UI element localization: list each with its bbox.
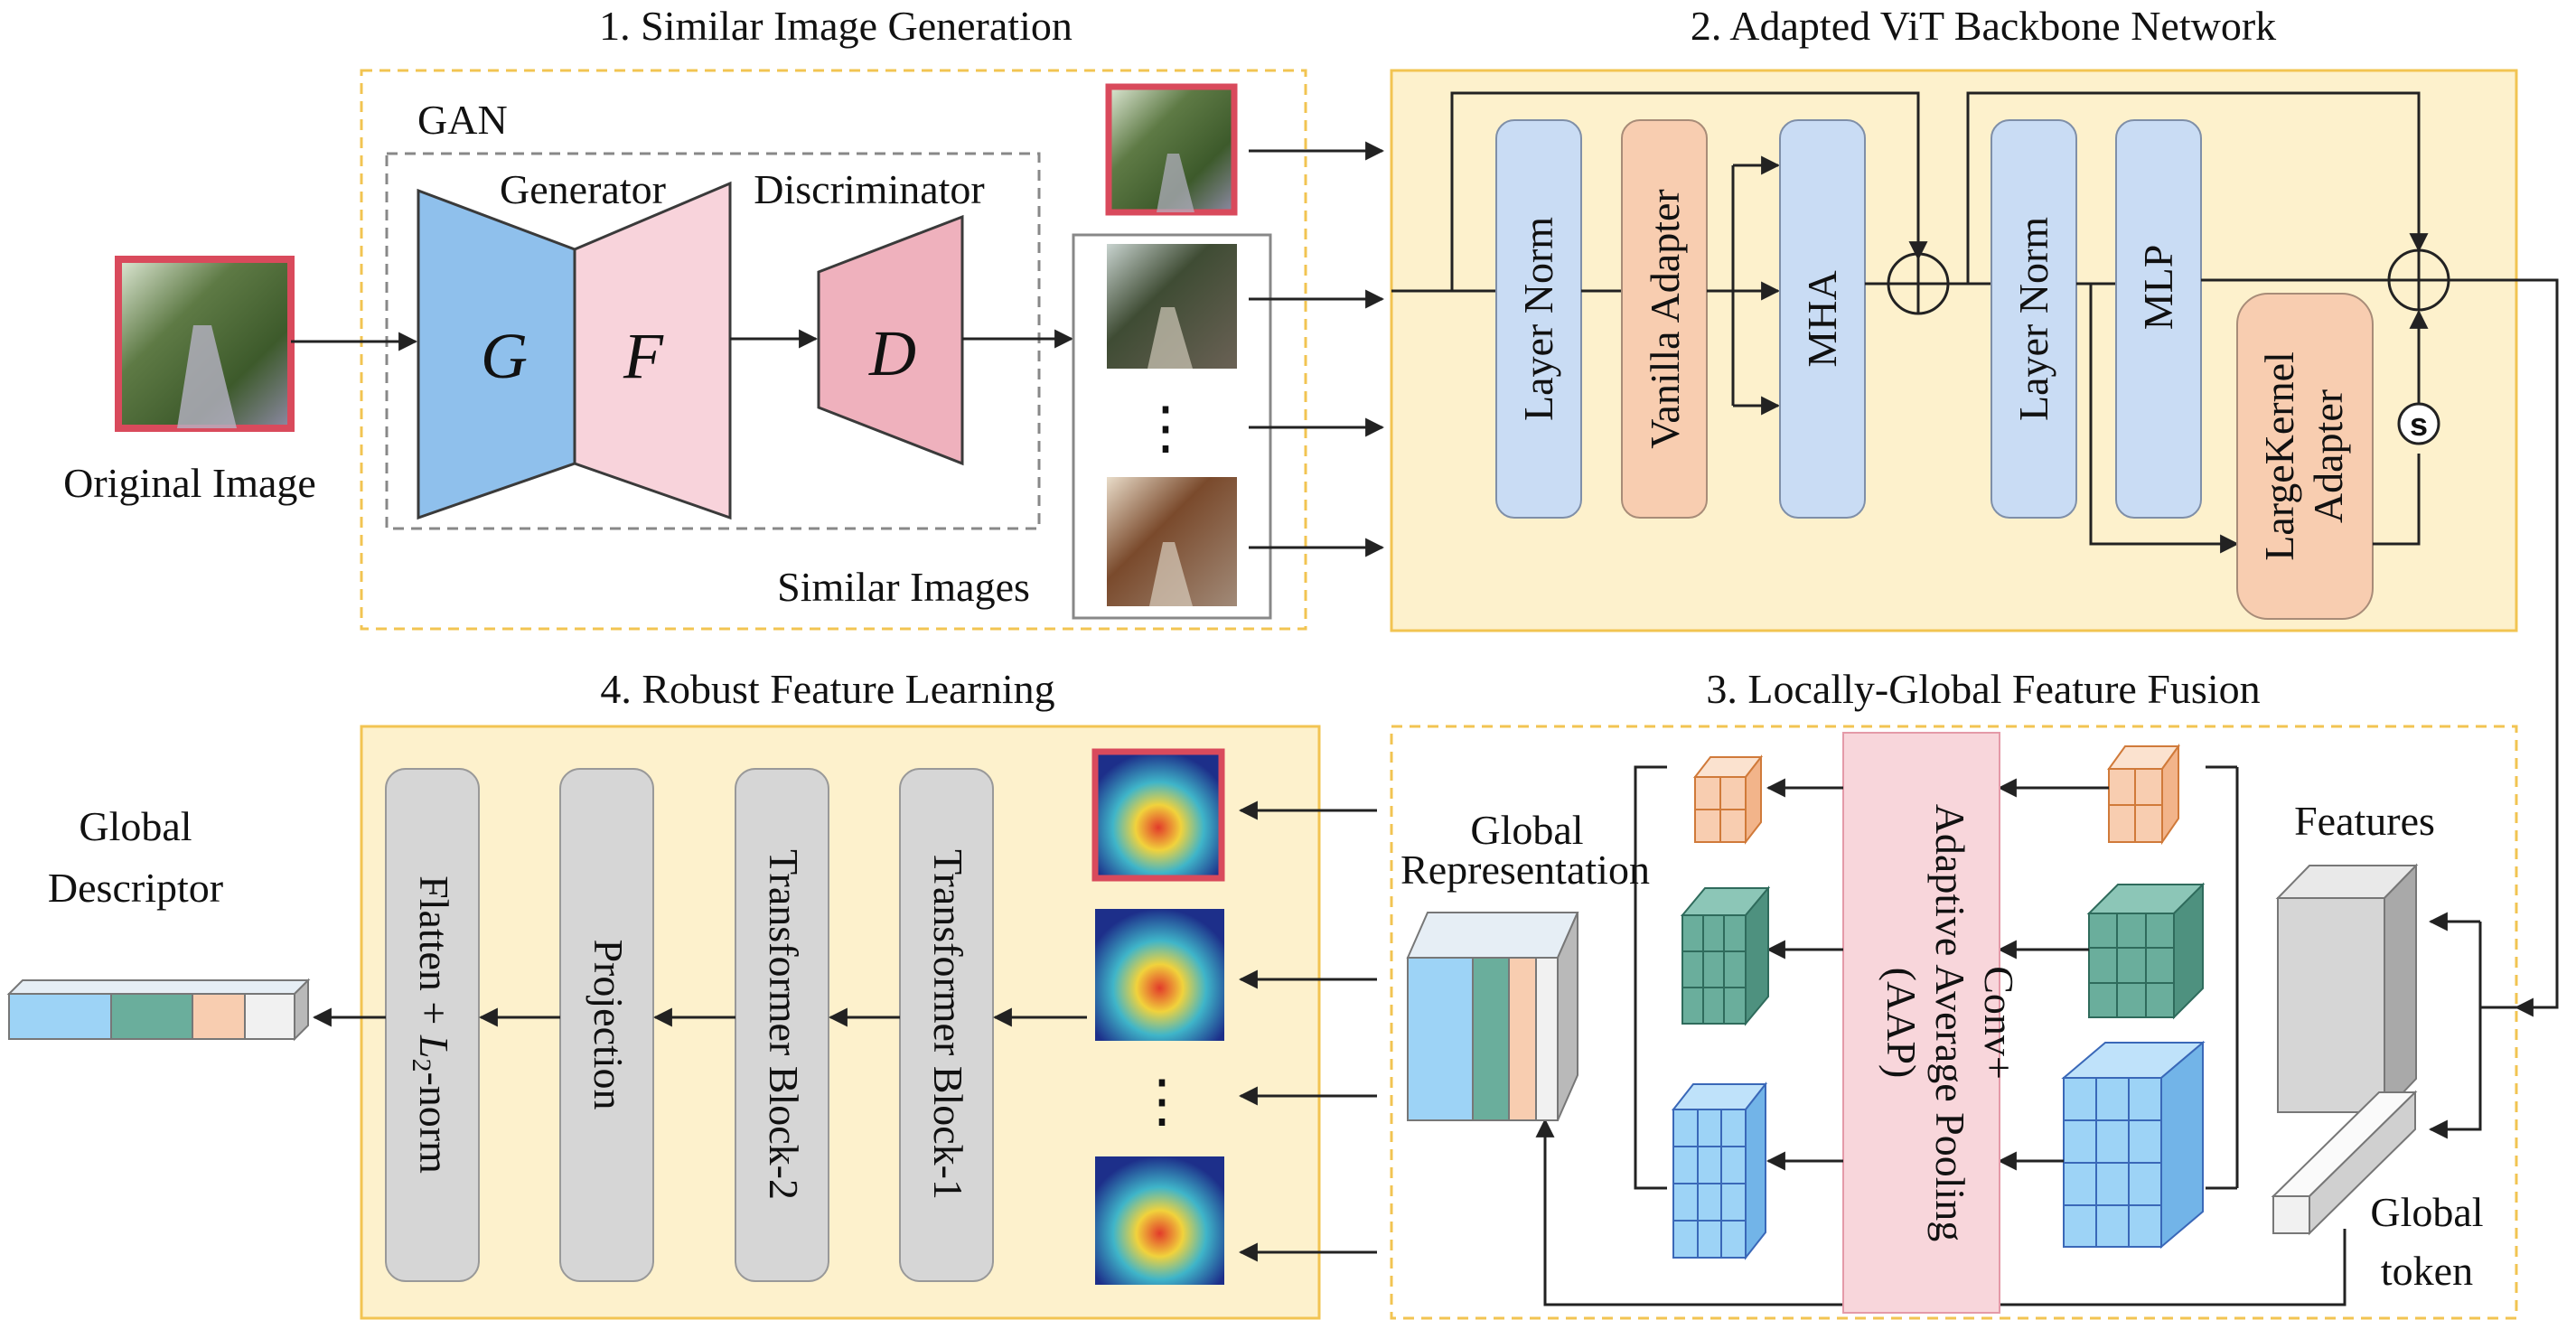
feature-cube-small-orange: [2107, 743, 2180, 846]
pooled-cube-green: [1680, 885, 1771, 1026]
gan-label: GAN: [417, 97, 508, 143]
largekernel-adapter-box: [2236, 293, 2374, 620]
vanilla-adapter-label: Vanilla Adapter: [1642, 189, 1688, 448]
heatmap-1: [1091, 748, 1225, 882]
similar-images-dots: ⋮: [1137, 396, 1194, 460]
conv-aap-box: [1842, 732, 2000, 1314]
mlp-label: MLP: [2135, 245, 2181, 331]
mlp-box: [2115, 119, 2202, 519]
section-3-panel: [1390, 725, 2518, 1320]
pooled-bracket: [1634, 765, 1667, 1190]
lk-to-scale: [2373, 454, 2421, 546]
layer-norm-1-label: Layer Norm: [1515, 217, 1561, 421]
largekernel-label-1: LargeKernel: [2256, 351, 2302, 561]
global-representation-label-1: Global: [1470, 807, 1583, 853]
vanilla-adapter-box: [1621, 119, 1708, 519]
section-1-panel: [360, 69, 1307, 631]
conv-label-2: Adaptive Average Pooling: [1927, 804, 1973, 1242]
generated-image-top: [1105, 83, 1238, 216]
feature-cube-large-blue: [2061, 1040, 2206, 1250]
pooled-cube-blue: [1671, 1081, 1768, 1260]
global-representation-label-2: Representation: [1400, 847, 1650, 893]
scale-icon: s: [2397, 402, 2440, 445]
d-letter: D: [868, 317, 916, 389]
heatmap-dots: ⋮: [1133, 1069, 1191, 1133]
transformer-block-2-label: Transformer Block-2: [761, 849, 807, 1200]
transformer-block-1-label: Transformer Block-1: [925, 849, 971, 1200]
residual-line-1: [1450, 91, 1928, 291]
similar-images-label: Similar Images: [777, 564, 1030, 610]
f-letter: F: [623, 320, 664, 392]
layer-norm-2-box: [1991, 119, 2077, 519]
flatten-label: Flatten + L2-norm: [407, 875, 457, 1174]
features-label: Features: [2294, 798, 2435, 844]
conv-label-1: Conv+: [1976, 966, 2022, 1080]
global-representation-cuboid: [1406, 912, 1579, 1121]
projection-label: Projection: [585, 939, 632, 1109]
conv-label-3: (AAP): [1878, 968, 1925, 1079]
mha-box: [1779, 119, 1866, 519]
section-4-title: 4. Robust Feature Learning: [600, 666, 1054, 712]
layer-norm-2-label: Layer Norm: [2010, 217, 2056, 421]
similar-image-2: [1107, 477, 1237, 606]
generator-f-shape: [573, 181, 732, 520]
g-letter: G: [481, 320, 528, 392]
section-2-title: 2. Adapted ViT Backbone Network: [1691, 3, 2276, 49]
largekernel-label-2: Adapter: [2305, 389, 2351, 523]
backbone-output-line: [2449, 278, 2559, 1017]
global-descriptor-bar: [6, 978, 311, 1042]
heatmap-3: [1095, 1156, 1224, 1285]
add-icon-2: [2387, 248, 2450, 312]
features-cuboid: [2275, 863, 2419, 1115]
global-token-label-1: Global: [2370, 1189, 2483, 1235]
global-token-label-2: token: [2381, 1248, 2473, 1294]
global-token-cuboid: [2271, 1090, 2418, 1236]
add-icon-1: [1887, 252, 1950, 315]
feature-cube-medium-green: [2086, 882, 2206, 1020]
similar-image-1: [1107, 244, 1237, 369]
svg-text:s: s: [2410, 406, 2428, 443]
pooled-cube-orange: [1692, 754, 1764, 845]
residual-line-2: [1966, 91, 2429, 284]
arrow-to-token: [2428, 1023, 2482, 1139]
branch-to-largekernel: [2089, 284, 2240, 554]
original-image-label: Original Image: [63, 460, 316, 506]
global-descriptor-label-2: Descriptor: [48, 865, 223, 911]
layer-norm-1-box: [1495, 119, 1582, 519]
generator-label: Generator: [500, 166, 666, 212]
discriminator-d-shape: [817, 214, 964, 466]
global-descriptor-label-1: Global: [79, 803, 192, 849]
original-image: [115, 256, 295, 432]
section-1-title: 1. Similar Image Generation: [599, 3, 1073, 49]
mha-label: MHA: [1799, 270, 1845, 367]
section-3-title: 3. Locally-Global Feature Fusion: [1706, 666, 2260, 712]
discriminator-label: Discriminator: [754, 166, 985, 212]
heatmap-2: [1095, 909, 1224, 1041]
